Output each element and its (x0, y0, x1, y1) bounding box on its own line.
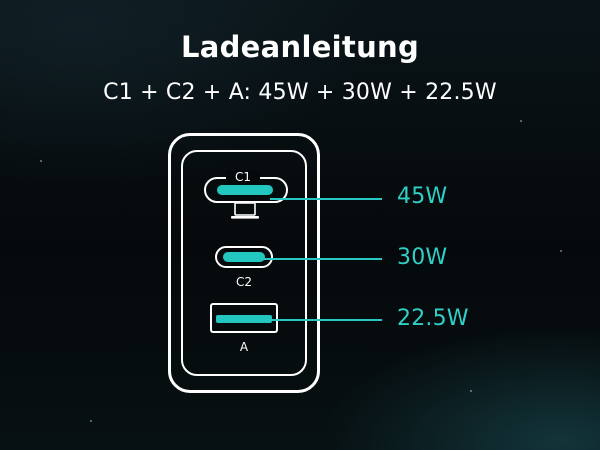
c2-port-frame (215, 246, 273, 268)
a-connector-line (266, 319, 382, 321)
c1-port-label: C1 (226, 170, 260, 184)
c1-port-contact (217, 185, 273, 195)
c2-connector-line (262, 258, 382, 260)
page-title: Ladeanleitung (180, 30, 420, 64)
laptop-icon (231, 202, 259, 219)
a-port-frame (210, 303, 278, 333)
charger-outline: C1 C2 A (168, 133, 320, 393)
a-power-value: 22.5W (397, 306, 469, 331)
c1-connector-line (270, 198, 382, 200)
c1-power-value: 45W (397, 184, 448, 209)
charger-face: C1 C2 A (181, 150, 307, 376)
c2-port-contact (223, 252, 265, 262)
a-port-contact (216, 315, 272, 323)
c2-power-value: 30W (397, 245, 448, 270)
page-subtitle: C1 + C2 + A: 45W + 30W + 22.5W (103, 80, 497, 105)
c2-port-label: C2 (235, 275, 252, 289)
a-port-label: A (239, 340, 249, 354)
